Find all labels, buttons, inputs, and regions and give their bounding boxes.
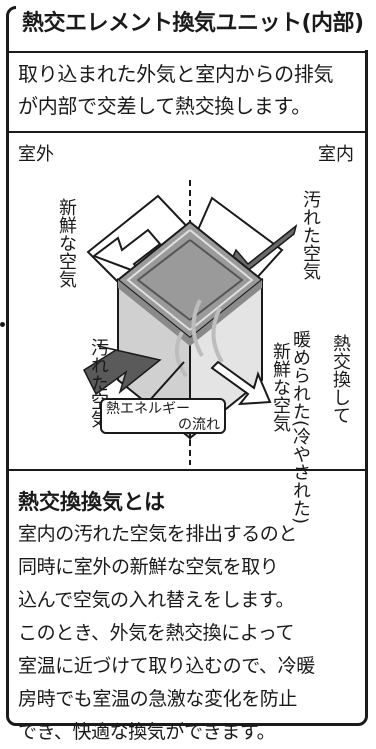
energy-flow-label: 熱エネルギー の流れ bbox=[100, 398, 226, 434]
body-line: でき、快適な換気ができます。 bbox=[18, 721, 276, 743]
body-line: 同時に室外の新鮮な空気を取り bbox=[18, 556, 279, 578]
energy-callout-line bbox=[149, 361, 185, 401]
intro-text: 取り込まれた外気と室内からの排気 が内部で交差して熱交換します。 bbox=[18, 58, 348, 122]
body-line: 込んで空気の入れ替えをします。 bbox=[18, 589, 295, 611]
core-top-layers bbox=[189, 229, 254, 331]
intro-divider bbox=[9, 131, 365, 133]
body-line: 房時でも室温の急激な変化を防止 bbox=[18, 688, 298, 710]
title-divider bbox=[9, 51, 365, 53]
fresh-air-out-label: 新鮮な空気 bbox=[270, 342, 291, 432]
fresh-air-outlet-arrow bbox=[210, 360, 272, 406]
outdoor-label: 室外 bbox=[18, 144, 54, 165]
section-heading: 熱交換換気とは bbox=[18, 490, 165, 514]
heated-cooled-label: 暖められた(冷やされた) bbox=[290, 330, 311, 525]
dirty-air-in-label: 汚れた空気 bbox=[300, 190, 321, 280]
indoor-label: 室内 bbox=[318, 144, 354, 165]
fresh-air-in-label: 新鮮な空気 bbox=[56, 198, 77, 288]
body-line: 室内の汚れた空気を排出するのと bbox=[18, 523, 298, 545]
section-body: 室内の汚れた空気を排出するのと 同時に室外の新鮮な空気を取り 込んで空気の入れ替… bbox=[18, 518, 352, 749]
body-line: このとき、外気を熱交換によって bbox=[18, 622, 295, 644]
margin-dot bbox=[0, 322, 5, 327]
dirty-air-outlet-arrow bbox=[83, 345, 162, 396]
energy-flow-line: の流れ bbox=[178, 417, 220, 433]
intro-line: 取り込まれた外気と室内からの排気 bbox=[18, 62, 334, 86]
diagram-divider bbox=[9, 469, 365, 471]
energy-flow-line: 熱エネルギー bbox=[106, 401, 190, 417]
card-title: 熱交エレメント換気ユニット(内部) bbox=[16, 0, 370, 50]
heat-exchanged-label: 熱交換して bbox=[330, 334, 351, 424]
body-line: 室温に近づけて取り込むので、冷暖 bbox=[18, 655, 315, 677]
energy-arrow bbox=[191, 299, 204, 357]
intro-line: が内部で交差して熱交換します。 bbox=[18, 94, 311, 118]
